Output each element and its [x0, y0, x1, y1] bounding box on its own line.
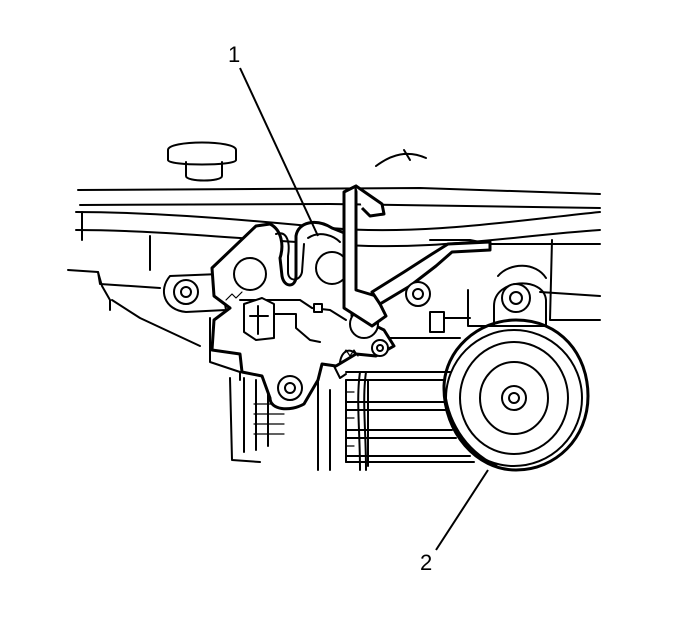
leader-lines — [239, 67, 489, 551]
callout-label-1: 1 — [228, 42, 241, 67]
horn-assembly — [442, 318, 590, 472]
callout-label-2: 2 — [420, 550, 433, 575]
leader-line-2 — [435, 469, 489, 551]
leader-line-1 — [239, 67, 319, 237]
radiator-support — [67, 141, 601, 471]
hood-latch-assembly — [162, 184, 492, 471]
